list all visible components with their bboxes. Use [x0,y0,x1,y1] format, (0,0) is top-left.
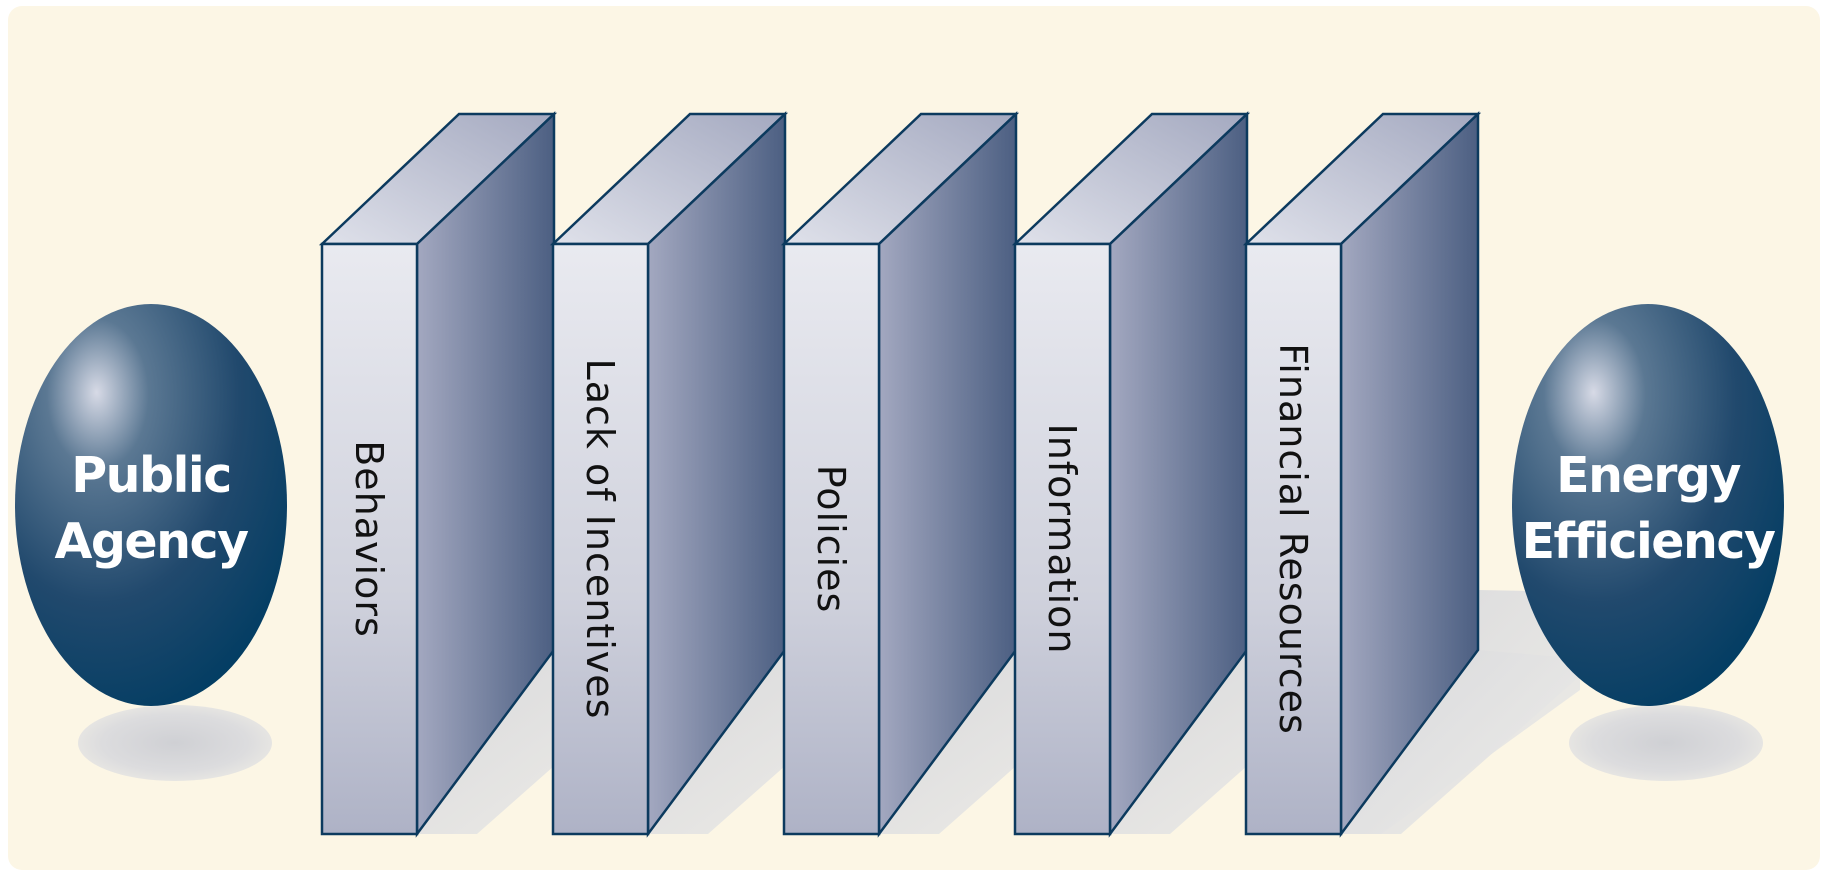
barrier-panel: Lack of Incentives [549,111,789,838]
barrier-panel: Policies [780,111,1020,838]
end-node: Energy Efficiency [1512,304,1784,781]
barrier-label: Policies [809,465,853,614]
barrier-label: Financial Resources [1271,343,1315,735]
start-node-shadow [78,705,272,781]
barrier-panels: Behaviors Lack of Incentives Policies Infor… [318,111,1482,838]
barrier-panel: Financial Resources [1242,111,1482,838]
end-node-line-1: Energy [1556,447,1741,504]
panel-front-face [1244,242,1343,836]
barrier-panel: Information [1011,111,1251,838]
barrier-panel: Behaviors [318,111,558,838]
panel-front-face [551,242,650,836]
barrier-label: Lack of Incentives [578,359,622,720]
end-node-sphere [1512,304,1784,706]
end-node-line-2: Efficiency [1522,513,1776,570]
panel-front-face [782,242,881,836]
start-node-line-2: Agency [54,513,249,570]
start-node: Public Agency [15,304,287,781]
start-node-sphere [15,304,287,706]
barrier-label: Information [1040,424,1084,655]
start-node-line-1: Public [71,447,231,504]
panel-front-face [320,242,419,836]
end-floor-shadow [1341,590,1580,834]
end-node-shadow [1569,705,1763,781]
barrier-label: Behaviors [347,440,391,638]
panel-front-face [1013,242,1112,836]
